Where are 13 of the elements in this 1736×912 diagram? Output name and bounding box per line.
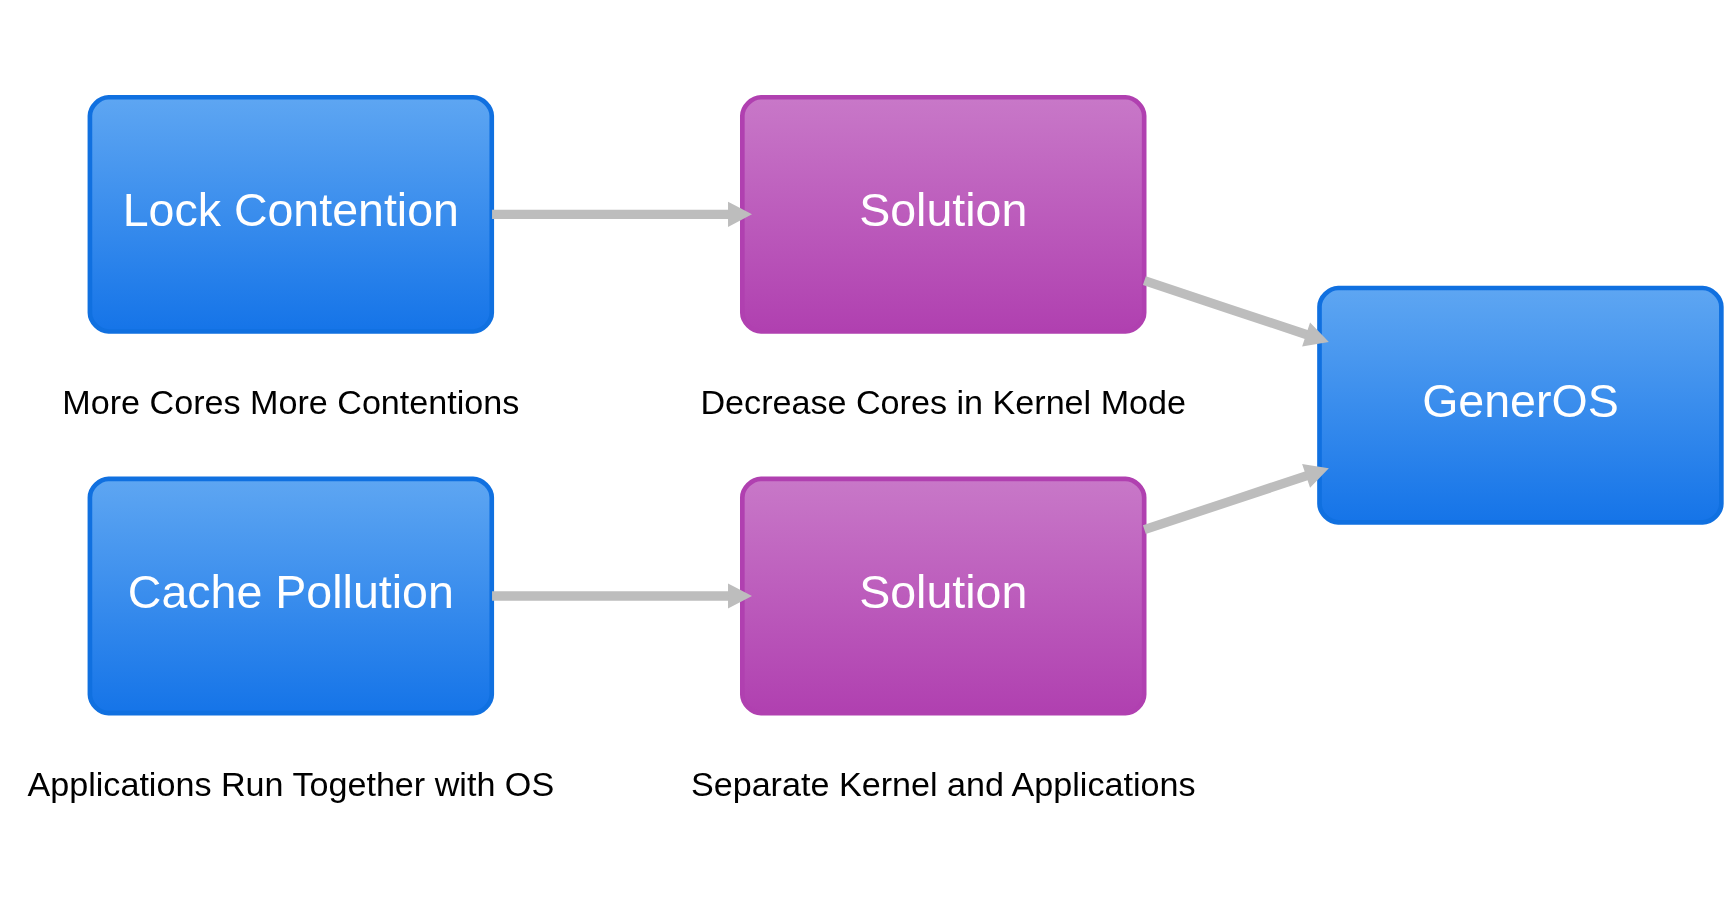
arrow (492, 583, 752, 609)
node-box: GenerOS (1317, 285, 1724, 525)
node-box: Cache Pollution (87, 476, 495, 716)
node-label: Decrease Cores in Kernel Mode (700, 382, 1187, 421)
node-label: More Cores More Contentions (62, 382, 520, 421)
node-box: Solution (740, 476, 1147, 716)
node-box: Solution (740, 94, 1147, 334)
node-label: Separate Kernel and Applications (690, 764, 1196, 803)
arrow (492, 201, 752, 227)
arrow (1142, 463, 1329, 535)
arrow (1142, 276, 1329, 347)
node-label: Applications Run Together with OS (27, 764, 555, 803)
node-box: Lock Contention (87, 94, 495, 334)
